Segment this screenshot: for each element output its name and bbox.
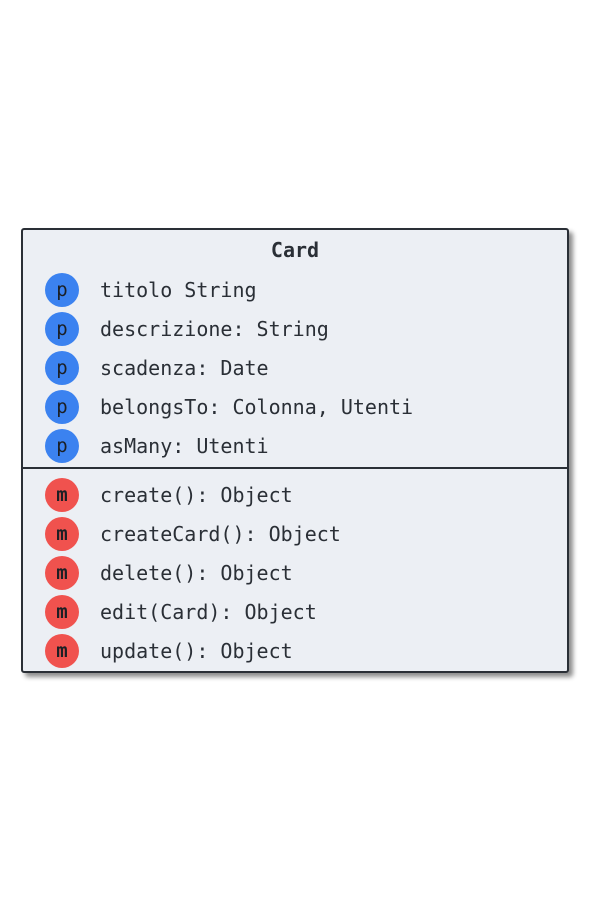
property-badge-icon: p (45, 312, 79, 346)
class-name: Card (270, 238, 320, 262)
property-text: descrizione: String (100, 317, 329, 341)
property-text: belongsTo: Colonna, Utenti (100, 395, 414, 419)
property-text: asMany: Utenti (100, 434, 269, 458)
method-badge-icon: m (45, 595, 79, 629)
uml-class-card: Card p titolo String p descrizione: Stri… (21, 228, 569, 673)
method-row: m delete(): Object (23, 554, 567, 593)
property-text: titolo String (100, 278, 257, 302)
method-text: edit(Card): Object (100, 600, 317, 624)
method-text: update(): Object (100, 639, 293, 663)
property-badge-icon: p (45, 429, 79, 463)
methods-section: m create(): Object m createCard(): Objec… (23, 476, 567, 671)
property-badge-icon: p (45, 390, 79, 424)
method-badge-icon: m (45, 634, 79, 668)
method-badge-icon: m (45, 517, 79, 551)
section-divider (23, 467, 567, 469)
method-text: createCard(): Object (100, 522, 341, 546)
property-row: p scadenza: Date (23, 349, 567, 388)
property-row: p titolo String (23, 271, 567, 310)
method-badge-icon: m (45, 478, 79, 512)
property-text: scadenza: Date (100, 356, 269, 380)
method-row: m createCard(): Object (23, 515, 567, 554)
method-row: m edit(Card): Object (23, 593, 567, 632)
method-text: delete(): Object (100, 561, 293, 585)
property-badge-icon: p (45, 351, 79, 385)
property-badge-icon: p (45, 273, 79, 307)
method-badge-icon: m (45, 556, 79, 590)
properties-section: p titolo String p descrizione: String p … (23, 271, 567, 466)
method-row: m update(): Object (23, 632, 567, 671)
method-row: m create(): Object (23, 476, 567, 515)
property-row: p asMany: Utenti (23, 427, 567, 466)
method-text: create(): Object (100, 483, 293, 507)
property-row: p belongsTo: Colonna, Utenti (23, 388, 567, 427)
property-row: p descrizione: String (23, 310, 567, 349)
